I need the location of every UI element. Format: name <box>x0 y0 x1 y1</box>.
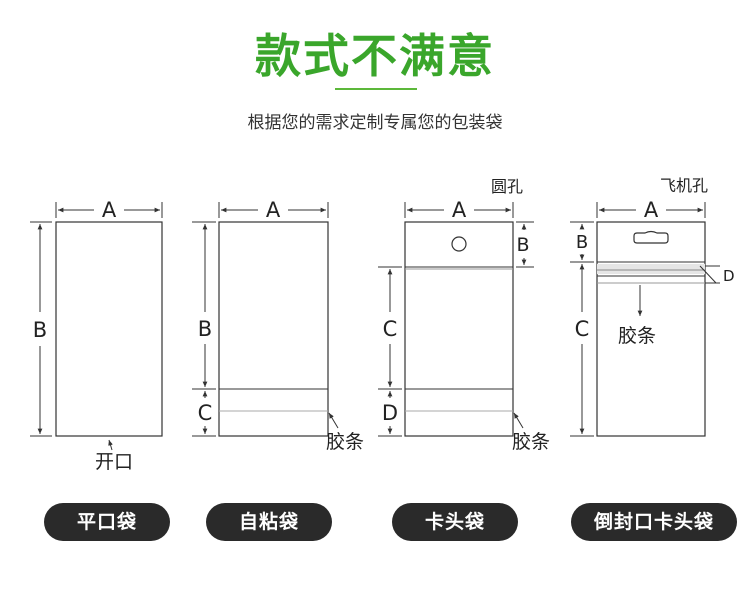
self-seal-bag-diagram <box>192 202 339 437</box>
bag-type-header-card[interactable]: 卡头袋 <box>392 503 518 541</box>
self-seal-dim-b: B <box>198 317 212 341</box>
flat-bag-dim-a: A <box>102 198 117 222</box>
self-seal-dim-a: A <box>266 198 281 222</box>
self-seal-bag-outline <box>218 221 329 437</box>
page-title: 款式不满意 <box>255 29 495 83</box>
reverse-seal-dim-d: D <box>723 267 735 285</box>
header-card-bag-outline <box>404 221 514 437</box>
bag-type-flat[interactable]: 平口袋 <box>44 503 170 541</box>
header-card-bag-diagram <box>378 202 534 437</box>
airplane-hole-icon <box>633 230 669 244</box>
header-card-dim-b: B <box>516 234 529 256</box>
round-hole-icon <box>451 236 467 252</box>
reverse-seal-bag-outline <box>596 221 706 437</box>
reverse-seal-dim-a: A <box>644 198 659 222</box>
flat-bag-diagram <box>30 202 163 451</box>
reverse-seal-adhesive-label: 胶条 <box>618 325 656 347</box>
round-hole-label: 圆孔 <box>491 177 523 196</box>
header-card-dim-c: C <box>383 317 398 341</box>
header-card-dim-d: D <box>382 401 398 425</box>
airplane-hole-label: 飞机孔 <box>660 176 708 195</box>
header-card-adhesive-label: 胶条 <box>512 431 550 453</box>
bag-type-self-seal[interactable]: 自粘袋 <box>206 503 332 541</box>
self-seal-adhesive-label: 胶条 <box>326 431 364 453</box>
page-subtitle: 根据您的需求定制专属您的包装袋 <box>247 113 503 133</box>
flat-bag-dim-b: B <box>33 318 47 342</box>
title-underline <box>335 88 417 90</box>
reverse-seal-bag-diagram <box>570 202 720 437</box>
self-seal-dim-c: C <box>198 401 213 425</box>
reverse-seal-dim-c: C <box>575 317 590 341</box>
header-card-dim-a: A <box>452 198 467 222</box>
flat-bag-opening-label: 开口 <box>95 451 133 473</box>
reverse-seal-dim-b: B <box>576 232 588 253</box>
flat-bag-outline <box>55 221 163 437</box>
bag-type-reverse-seal[interactable]: 倒封口卡头袋 <box>571 503 737 541</box>
